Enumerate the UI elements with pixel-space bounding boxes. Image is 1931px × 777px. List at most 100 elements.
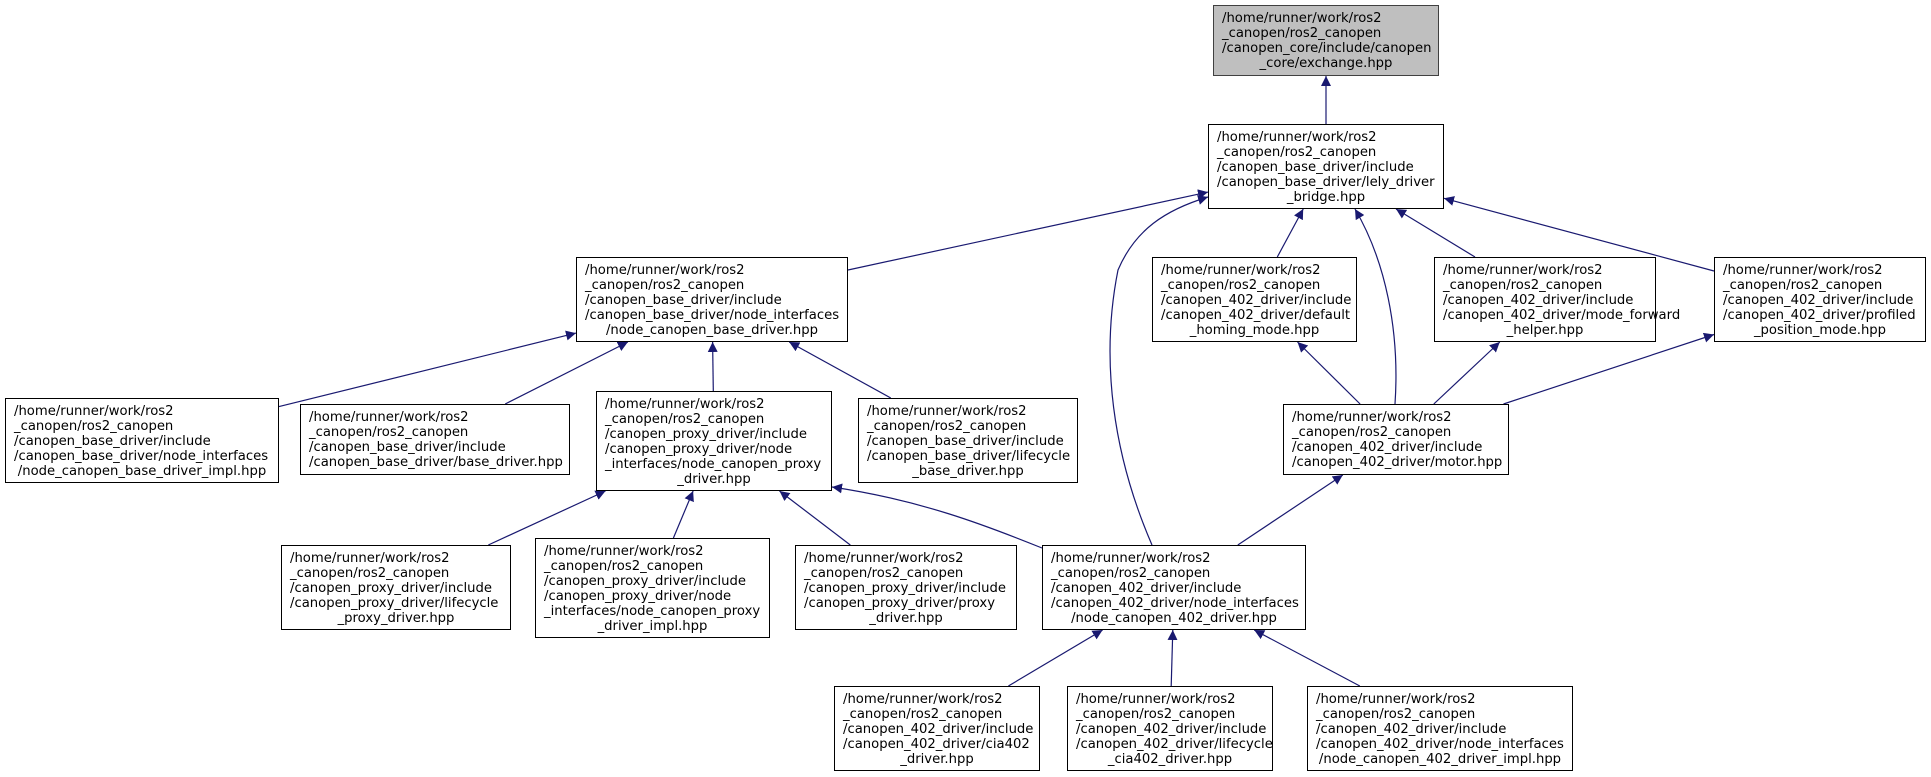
file-path-line: _canopen/ros2_canopen <box>1051 566 1211 581</box>
file-path-line: _position_mode.hpp <box>1753 323 1887 338</box>
file-path-line: /canopen_base_driver/include <box>1217 160 1414 175</box>
edge-node_proxy_impl-to-node_proxy_driver <box>672 490 694 539</box>
file-path-line: /canopen_402_driver/node_interfaces <box>1316 737 1564 752</box>
edge-node_402_impl-to-node_402_driver <box>1253 629 1361 687</box>
file-path-line: _canopen/ros2_canopen <box>1076 707 1236 722</box>
file-path-line: _canopen/ros2_canopen <box>867 419 1027 434</box>
file-path-line: /canopen_base_driver/include <box>309 440 506 455</box>
file-path-line: /canopen_402_driver/include <box>1292 440 1483 455</box>
file-path-line: /canopen_base_driver/node_interfaces <box>14 449 269 464</box>
edge-node_402_driver-to-motor <box>1237 474 1344 546</box>
edge-node_proxy_driver-to-node_base_driver <box>707 341 718 392</box>
file-path-line: /home/runner/work/ros2 <box>843 692 1003 707</box>
file-node-lely-bridge[interactable]: /home/runner/work/ros2_canopen/ros2_cano… <box>1208 124 1444 209</box>
file-path-line: /canopen_proxy_driver/node <box>605 442 793 457</box>
edge-proxy_driver-to-node_proxy_driver <box>779 490 851 546</box>
edge-cia402_driver-to-node_402_driver <box>1008 629 1103 687</box>
edge-lifecycle_proxy-to-node_proxy_driver <box>488 490 606 546</box>
file-path-line: _canopen/ros2_canopen <box>585 278 745 293</box>
file-path-line: _canopen/ros2_canopen <box>843 707 1003 722</box>
file-path-line: /canopen_proxy_driver/include <box>544 574 747 589</box>
file-node-lifecycle-proxy[interactable]: /home/runner/work/ros2_canopen/ros2_cano… <box>281 545 511 630</box>
file-path-line: _canopen/ros2_canopen <box>14 419 174 434</box>
file-path-line: /canopen_proxy_driver/proxy <box>804 596 996 611</box>
edge-motor-to-profiled_position <box>1503 332 1715 405</box>
file-path-line: /home/runner/work/ros2 <box>1723 263 1883 278</box>
file-path-line: /canopen_base_driver/include <box>585 293 782 308</box>
file-node-lifecycle-base[interactable]: /home/runner/work/ros2_canopen/ros2_cano… <box>858 398 1078 483</box>
file-path-line: /canopen_402_driver/default <box>1161 308 1351 323</box>
edge-profiled_position-to-lely_bridge <box>1443 196 1715 272</box>
file-node-exchange[interactable]: /home/runner/work/ros2_canopen/ros2_cano… <box>1213 5 1439 76</box>
file-path-line: /home/runner/work/ros2 <box>1316 692 1476 707</box>
file-path-line: /home/runner/work/ros2 <box>1217 130 1377 145</box>
file-node-motor[interactable]: /home/runner/work/ros2_canopen/ros2_cano… <box>1283 404 1509 475</box>
file-node-default-homing[interactable]: /home/runner/work/ros2_canopen/ros2_cano… <box>1152 257 1357 342</box>
file-path-line: /home/runner/work/ros2 <box>1443 263 1603 278</box>
file-path-line: /canopen_proxy_driver/lifecycle <box>290 596 499 611</box>
file-path-line: _canopen/ros2_canopen <box>1222 26 1382 41</box>
file-node-node-base-driver[interactable]: /home/runner/work/ros2_canopen/ros2_cano… <box>576 257 848 342</box>
file-path-line: /canopen_402_driver/include <box>1316 722 1507 737</box>
file-path-line: /canopen_402_driver/node_interfaces <box>1051 596 1299 611</box>
file-path-line: _driver.hpp <box>677 472 751 487</box>
file-path-line: /canopen_402_driver/include <box>843 722 1034 737</box>
file-path-line: _canopen/ros2_canopen <box>1292 425 1452 440</box>
file-path-line: /canopen_402_driver/cia402 <box>843 737 1030 752</box>
file-path-line: /home/runner/work/ros2 <box>14 404 174 419</box>
edge-default_homing-to-lely_bridge <box>1276 208 1304 258</box>
file-path-line: _cia402_driver.hpp <box>1107 752 1233 767</box>
file-path-line: /home/runner/work/ros2 <box>585 263 745 278</box>
file-node-base-driver[interactable]: /home/runner/work/ros2_canopen/ros2_cano… <box>300 404 570 475</box>
file-path-line: /canopen_base_driver/lely_driver <box>1217 175 1435 190</box>
file-path-line: /home/runner/work/ros2 <box>804 551 964 566</box>
file-path-line: /canopen_base_driver/include <box>867 434 1064 449</box>
file-node-mode-forward[interactable]: /home/runner/work/ros2_canopen/ros2_cano… <box>1434 257 1681 342</box>
file-path-line: /home/runner/work/ros2 <box>290 551 450 566</box>
file-path-line: /canopen_402_driver/mode_forward <box>1443 308 1681 323</box>
file-path-line: _canopen/ros2_canopen <box>804 566 964 581</box>
file-path-line: _proxy_driver.hpp <box>337 611 455 626</box>
file-path-line: /home/runner/work/ros2 <box>1051 551 1211 566</box>
file-path-line: _driver_impl.hpp <box>597 619 708 634</box>
file-node-proxy-driver[interactable]: /home/runner/work/ros2_canopen/ros2_cano… <box>795 545 1017 630</box>
file-node-node-proxy-impl[interactable]: /home/runner/work/ros2_canopen/ros2_cano… <box>535 538 770 638</box>
file-path-line: _canopen/ros2_canopen <box>290 566 450 581</box>
edge-motor-to-mode_forward <box>1433 341 1501 405</box>
file-path-line: _canopen/ros2_canopen <box>309 425 469 440</box>
file-node-node-proxy-driver[interactable]: /home/runner/work/ros2_canopen/ros2_cano… <box>596 391 832 491</box>
file-node-node-402-driver[interactable]: /home/runner/work/ros2_canopen/ros2_cano… <box>1042 545 1306 630</box>
file-path-line: /canopen_core/include/canopen <box>1222 41 1432 56</box>
file-node-lifecycle-cia402[interactable]: /home/runner/work/ros2_canopen/ros2_cano… <box>1067 686 1273 771</box>
edge-motor-to-lely_bridge <box>1354 208 1397 405</box>
edge-base_driver-to-node_base_driver <box>504 341 629 405</box>
file-path-line: /home/runner/work/ros2 <box>605 397 765 412</box>
file-path-line: _helper.hpp <box>1506 323 1584 338</box>
file-path-line: /node_canopen_402_driver.hpp <box>1071 611 1277 626</box>
file-path-line: /canopen_402_driver/include <box>1443 293 1634 308</box>
file-path-line: /canopen_proxy_driver/node <box>544 589 732 604</box>
file-path-line: _bridge.hpp <box>1286 190 1366 205</box>
file-node-cia402-driver[interactable]: /home/runner/work/ros2_canopen/ros2_cano… <box>834 686 1040 771</box>
file-path-line: /canopen_402_driver/motor.hpp <box>1292 455 1503 470</box>
file-path-line: _canopen/ros2_canopen <box>1443 278 1603 293</box>
file-path-line: _interfaces/node_canopen_proxy <box>544 604 761 619</box>
file-path-line: _canopen/ros2_canopen <box>544 559 704 574</box>
file-path-line: /canopen_base_driver/lifecycle <box>867 449 1071 464</box>
file-path-line: /canopen_402_driver/lifecycle <box>1076 737 1273 752</box>
file-path-line: /canopen_base_driver/node_interfaces <box>585 308 840 323</box>
file-path-line: _core/exchange.hpp <box>1259 56 1393 71</box>
file-path-line: /canopen_402_driver/include <box>1161 293 1352 308</box>
file-path-line: /home/runner/work/ros2 <box>1292 410 1452 425</box>
file-node-node-base-impl[interactable]: /home/runner/work/ros2_canopen/ros2_cano… <box>5 398 279 483</box>
file-path-line: /canopen_proxy_driver/include <box>290 581 493 596</box>
file-path-line: /home/runner/work/ros2 <box>1161 263 1321 278</box>
file-node-profiled-position[interactable]: /home/runner/work/ros2_canopen/ros2_cano… <box>1714 257 1926 342</box>
file-path-line: /home/runner/work/ros2 <box>867 404 1027 419</box>
file-path-line: _canopen/ros2_canopen <box>1316 707 1476 722</box>
file-path-line: /canopen_402_driver/profiled <box>1723 308 1916 323</box>
edge-motor-to-default_homing <box>1297 341 1361 405</box>
file-node-node-402-impl[interactable]: /home/runner/work/ros2_canopen/ros2_cano… <box>1307 686 1573 771</box>
edge-lifecycle_base-to-node_base_driver <box>788 341 892 399</box>
file-path-line: _canopen/ros2_canopen <box>1217 145 1377 160</box>
